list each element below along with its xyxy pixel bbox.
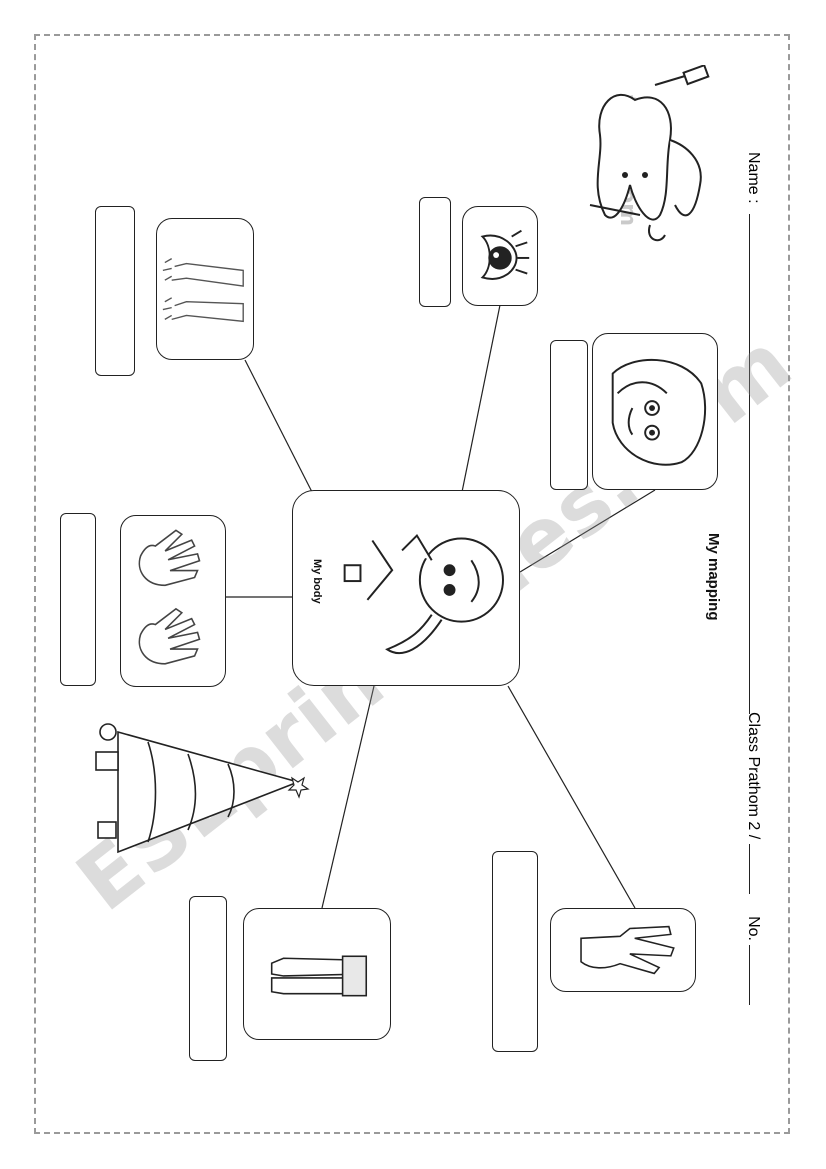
girl-icon bbox=[343, 533, 504, 655]
page-title: My mapping bbox=[705, 533, 722, 621]
answer-box-legs[interactable] bbox=[189, 896, 227, 1061]
eye-icon bbox=[480, 229, 530, 280]
no-blank[interactable] bbox=[749, 945, 750, 1006]
arms-icon bbox=[162, 258, 244, 323]
picture-box-fingers bbox=[550, 908, 696, 992]
picture-box-arms bbox=[156, 218, 254, 360]
class-label: Class Prathom 2 / bbox=[745, 712, 762, 840]
picture-box-legs bbox=[243, 908, 391, 1040]
answer-box-face[interactable] bbox=[550, 340, 588, 490]
christmas-tree-icon bbox=[95, 723, 310, 854]
picture-box-eye bbox=[462, 206, 538, 306]
center-label: My body bbox=[311, 559, 323, 604]
hands-icon bbox=[138, 529, 201, 665]
answer-box-arms[interactable] bbox=[95, 206, 135, 376]
class-blank[interactable] bbox=[749, 843, 750, 894]
class-line: Class Prathom 2 / No. bbox=[744, 712, 762, 1006]
answer-box-hands[interactable] bbox=[60, 513, 96, 686]
no-label: No. bbox=[745, 916, 762, 941]
answer-box-fingers[interactable] bbox=[492, 851, 538, 1052]
fingers-icon bbox=[580, 925, 675, 975]
face-icon bbox=[611, 358, 707, 466]
legs-icon bbox=[270, 955, 368, 997]
teeth-icon bbox=[589, 65, 710, 242]
answer-box-eye[interactable] bbox=[419, 197, 451, 307]
picture-box-face bbox=[592, 333, 718, 490]
dashed-page-border bbox=[34, 34, 790, 1134]
name-blank[interactable] bbox=[749, 214, 750, 715]
name-label: Name : bbox=[745, 152, 762, 204]
picture-box-hands bbox=[120, 515, 226, 687]
center-my-body-box: My body bbox=[292, 490, 520, 686]
